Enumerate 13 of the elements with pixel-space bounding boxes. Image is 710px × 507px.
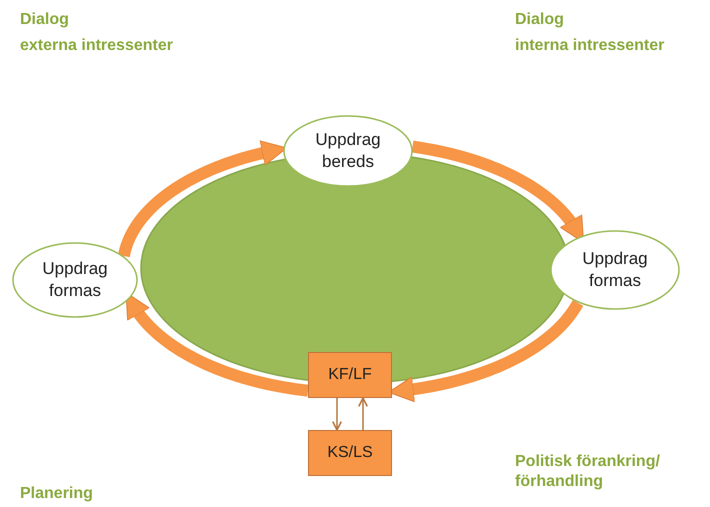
corner-caption: Dialog [20,10,70,30]
corner-caption: Planering [20,484,94,504]
process-box: KF/LF [308,352,392,398]
process-box: KS/LS [308,430,392,476]
corner-caption: Dialog [515,10,565,30]
node-label: Uppdrag formas [581,248,649,292]
corner-caption: Politisk förankring/ förhandling [515,452,661,492]
arrow [332,398,342,431]
corner-caption: interna intressenter [515,36,666,56]
arrow [358,397,368,430]
node-label: Uppdrag formas [41,258,109,302]
node-label: Uppdrag bereds [314,129,382,173]
corner-caption: externa intressenter [20,36,174,56]
